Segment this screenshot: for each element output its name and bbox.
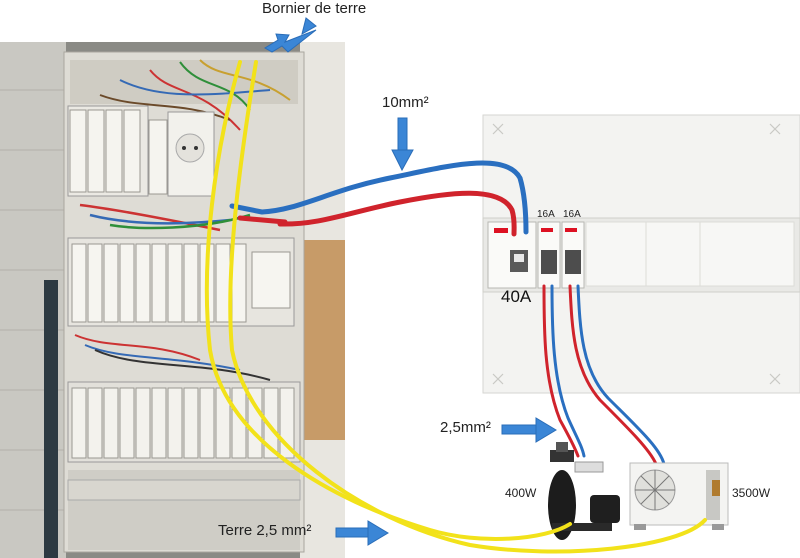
supply-cable-10mm2: [229, 160, 529, 237]
breaker-2-rating-label: 16A: [563, 209, 581, 220]
pump-power-label: 400W: [505, 486, 537, 500]
arrow-10mm2-icon: [391, 117, 414, 172]
arrow-earth-cable-icon: [335, 520, 389, 546]
branch-cables-2-5mm2: [542, 284, 666, 466]
earth-cable-label: Terre 2,5 mm²: [218, 522, 312, 539]
pointer-arrows: [264, 17, 557, 546]
earth-cables: [204, 60, 707, 554]
heat-pump: [629, 462, 729, 530]
branch-breaker-1: [537, 221, 561, 289]
branch-breaker-2: [561, 221, 585, 289]
arrow-earth-block-icon: [264, 17, 317, 53]
heatpump-power-label: 3500W: [732, 486, 771, 500]
existing-electrical-panel: [0, 42, 345, 558]
new-sub-panel: [482, 114, 800, 394]
arrow-2-5mm2-icon: [501, 417, 557, 443]
earth-block-label: Bornier de terre: [262, 0, 367, 17]
breaker-1-rating-label: 16A: [537, 209, 555, 220]
main-cable-section-label: 10mm²: [382, 94, 429, 111]
branch-cable-section-label: 2,5mm²: [440, 419, 491, 436]
wall-socket: [167, 111, 215, 197]
main-breaker-rating-label: 40A: [501, 287, 532, 306]
